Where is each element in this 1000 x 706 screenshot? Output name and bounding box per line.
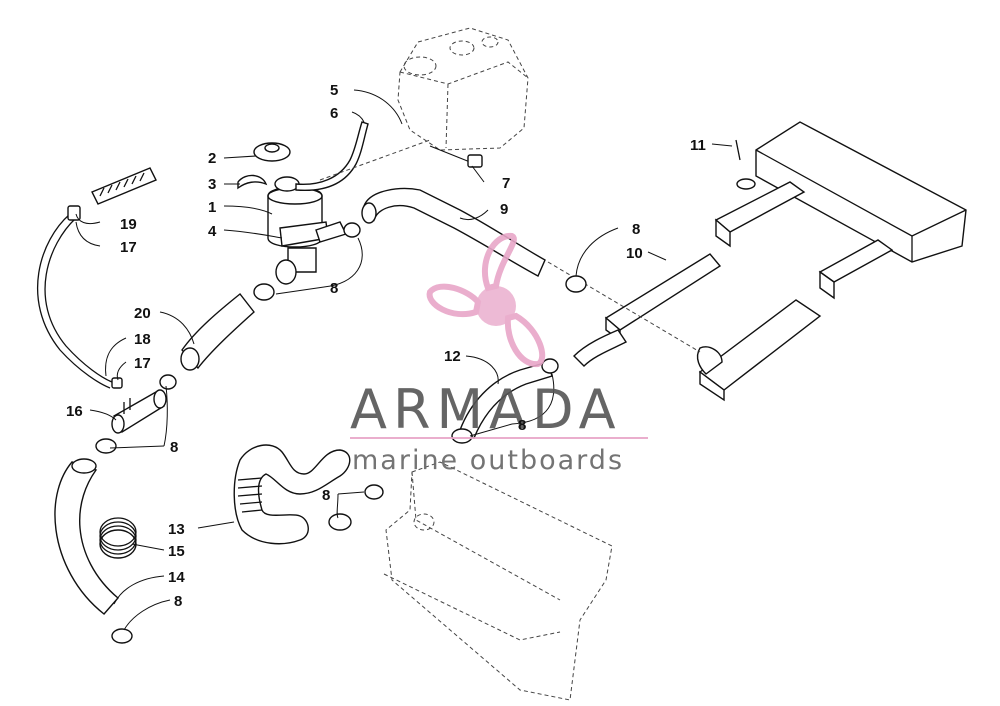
fitting-7 [429,145,483,168]
callout-16: 16 [66,403,83,420]
callout-4: 4 [208,223,217,240]
radiator-cap [253,142,291,162]
callout-2: 2 [208,150,216,167]
watermark-title: ARMADA [350,378,622,441]
callout-7: 7 [502,175,510,192]
watermark-subtitle: marine outboards [352,445,624,476]
callout-9: 9 [500,201,508,218]
tunnel-panel [383,461,613,701]
propeller-logo [426,233,546,368]
callout-8b: 8 [330,280,338,297]
spring-clamp [99,517,137,559]
callout-10: 10 [626,245,643,262]
callout-12: 12 [444,348,461,365]
hose-14 [54,461,119,615]
reservoir-tank [397,27,529,151]
t-fitting [111,389,167,434]
callout-11: 11 [690,137,706,154]
callout-3: 3 [208,176,216,193]
callout-13: 13 [168,521,185,538]
heat-exchanger-upper [714,121,967,300]
overflow-tube [36,213,111,389]
upper-hose [363,187,546,277]
expansion-tank [267,176,347,285]
filter-element [91,167,157,205]
callout-8f: 8 [174,593,182,610]
callout-8c: 8 [170,439,178,456]
callout-8d: 8 [518,417,526,434]
callout-14: 14 [168,569,185,586]
callout-6: 6 [330,105,338,122]
leader-lines [75,89,733,631]
vent-hose [295,121,369,192]
callout-20: 20 [134,305,151,322]
callout-15: 15 [168,543,185,560]
heat-exchanger-lower [573,253,822,402]
callout-1: 1 [208,199,216,216]
hose-20 [181,293,255,370]
cap-gasket [237,174,268,190]
callout-5: 5 [330,82,338,99]
callout-18: 18 [134,331,151,348]
bolt-11 [735,139,756,190]
callout-17b: 17 [134,355,151,372]
callout-8e: 8 [322,487,330,504]
vent-line [319,139,431,181]
callout-8a: 8 [632,221,640,238]
callout-labels: 5 6 2 3 1 4 7 9 11 8 10 8 19 17 20 18 17… [66,82,706,610]
corrugated-hose [233,444,351,545]
callout-17a: 17 [120,239,137,256]
callout-19: 19 [120,216,137,233]
hose-clamps [95,222,587,644]
armada-watermark: ARMADA marine outboards [350,233,648,476]
